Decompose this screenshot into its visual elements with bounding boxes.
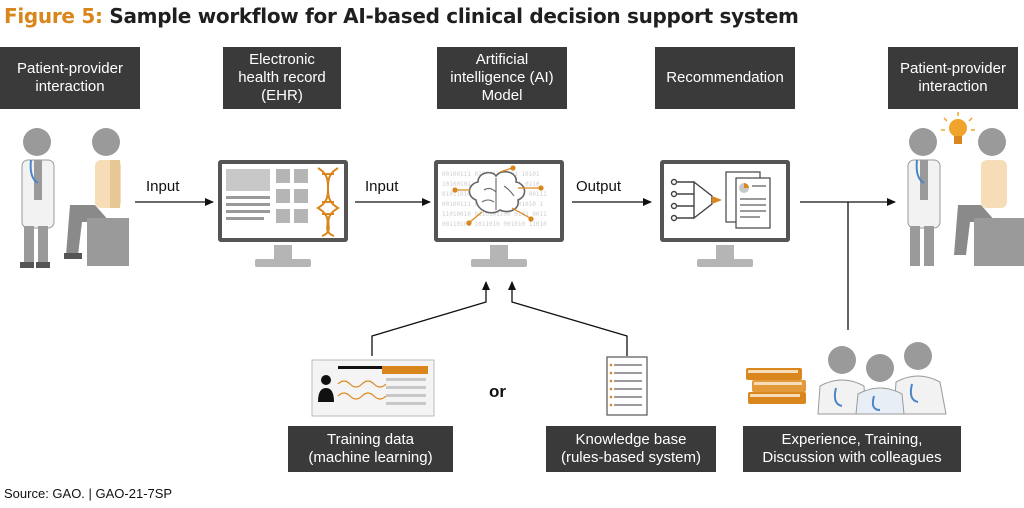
figure-title: Figure 5: Sample workflow for AI-based c… — [4, 4, 799, 28]
figure-title-text: Sample workflow for AI-based clinical de… — [109, 4, 799, 28]
label-patient-provider-interaction-1: Patient-provider interaction — [0, 47, 140, 109]
arrow-label-output: Output — [576, 178, 622, 195]
dna-icon — [316, 167, 340, 237]
label-ai-model: Artificial intelligence (AI) Model — [437, 47, 567, 109]
flow-arrows — [135, 198, 896, 356]
source-note: Source: GAO. | GAO-21-7SP — [4, 486, 173, 501]
label-patient-provider-interaction-2: Patient-provider interaction — [888, 47, 1018, 109]
label-ehr: Electronic health record (EHR) — [223, 47, 341, 109]
patient-icon-2 — [954, 128, 1024, 266]
brain-icon — [452, 165, 544, 226]
document-list-icon — [606, 356, 648, 416]
svg-text:00110101 1011010 001010 11010: 00110101 1011010 001010 11010 — [442, 221, 547, 228]
flowchart-monitor-icon — [660, 160, 790, 267]
label-training-data: Training data (machine learning) — [288, 426, 453, 472]
label-recommendation: Recommendation — [655, 47, 795, 109]
lightbulb-icon — [941, 112, 975, 144]
figure-number: Figure 5: — [4, 4, 103, 28]
arrow-label-input-1: Input — [146, 178, 180, 195]
or-label: or — [489, 382, 506, 401]
training-data-icon — [311, 359, 435, 417]
doctor-icon — [20, 128, 55, 268]
doctors-group-icon — [817, 342, 947, 415]
label-experience: Experience, Training, Discussion with co… — [743, 426, 961, 472]
books-icon — [746, 368, 806, 404]
doctor-icon-2 — [907, 128, 941, 266]
patient-icon — [64, 128, 129, 266]
svg-text:11010010 0110101100 0101 0011: 11010010 0110101100 0101 0011 — [442, 211, 547, 218]
label-knowledge-base: Knowledge base (rules-based system) — [546, 426, 716, 472]
arrow-label-input-2: Input — [365, 178, 399, 195]
